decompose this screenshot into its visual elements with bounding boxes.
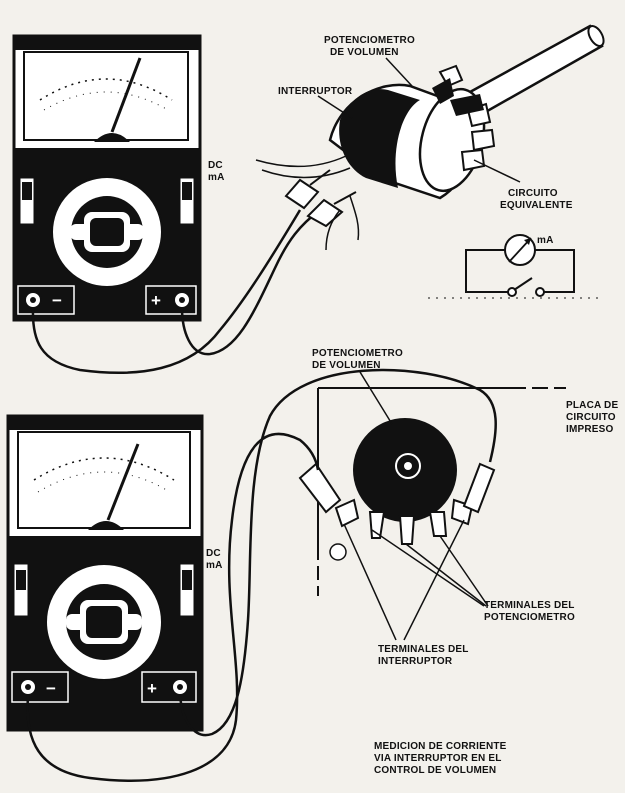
meter-scale-top <box>39 78 173 101</box>
label-circuito-2: EQUIVALENTE <box>500 200 573 211</box>
probe-bottom-left <box>298 462 342 514</box>
test-lead-negative-bottom <box>26 432 320 782</box>
label-interruptor: INTERRUPTOR <box>278 86 353 97</box>
label-placa-2: CIRCUITO <box>566 412 616 423</box>
label-pot-top-1: POTENCIOMETRO <box>324 35 415 46</box>
multimeter-top: − + DC mA <box>12 34 225 322</box>
plus-sign-bottom: + <box>147 679 157 698</box>
probe-bottom-right <box>462 462 496 514</box>
caption-line-1: MEDICION DE CORRIENTE <box>374 741 507 752</box>
label-pot-bottom-2: DE VOLUMEN <box>312 360 381 371</box>
multimeter-bottom: − + DC mA <box>6 414 223 732</box>
equivalent-circuit: mA <box>428 234 600 299</box>
probe-top-1 <box>284 169 331 210</box>
ma-label-bottom: mA <box>206 560 223 571</box>
meter-needle-bottom <box>106 443 140 521</box>
label-term-pot-2: POTENCIOMETRO <box>484 612 575 623</box>
probe-top-2 <box>306 191 357 228</box>
potentiometer-bottom <box>334 418 474 545</box>
test-lead-positive-top <box>180 209 321 356</box>
dc-label-bottom: DC <box>206 548 221 559</box>
pot-shaft <box>468 24 604 116</box>
caption-line-2: VIA INTERRUPTOR EN EL <box>374 753 502 764</box>
test-lead-positive-bottom <box>178 368 497 737</box>
plus-sign-top: + <box>151 291 161 310</box>
test-lead-negative-top <box>31 209 302 375</box>
meter-face-top <box>23 51 189 141</box>
caption-line-3: CONTROL DE VOLUMEN <box>374 765 496 776</box>
label-term-int-2: INTERRUPTOR <box>378 656 453 667</box>
label-pot-bottom-1: POTENCIOMETRO <box>312 348 403 359</box>
label-term-int-1: TERMINALES DEL <box>378 644 469 655</box>
label-circuito-1: CIRCUITO <box>508 188 558 199</box>
ma-label-top: mA <box>208 172 225 183</box>
label-term-pot-1: TERMINALES DEL <box>484 600 575 611</box>
switch-blade <box>513 277 533 291</box>
ma-symbol-label: mA <box>537 235 554 246</box>
minus-sign-top: − <box>52 291 62 310</box>
pot-body-bottom <box>353 418 457 522</box>
switch-contact-2 <box>535 287 545 297</box>
switch-band <box>339 89 420 188</box>
meter-needle-top <box>110 57 142 133</box>
minus-sign-bottom: − <box>46 679 56 698</box>
dc-label-top: DC <box>208 160 223 171</box>
meter-face-bottom <box>17 431 191 529</box>
label-placa-1: PLACA DE <box>566 400 618 411</box>
label-pot-top-2: DE VOLUMEN <box>330 47 399 58</box>
potentiometer-top <box>328 24 605 200</box>
label-placa-3: IMPRESO <box>566 424 614 435</box>
